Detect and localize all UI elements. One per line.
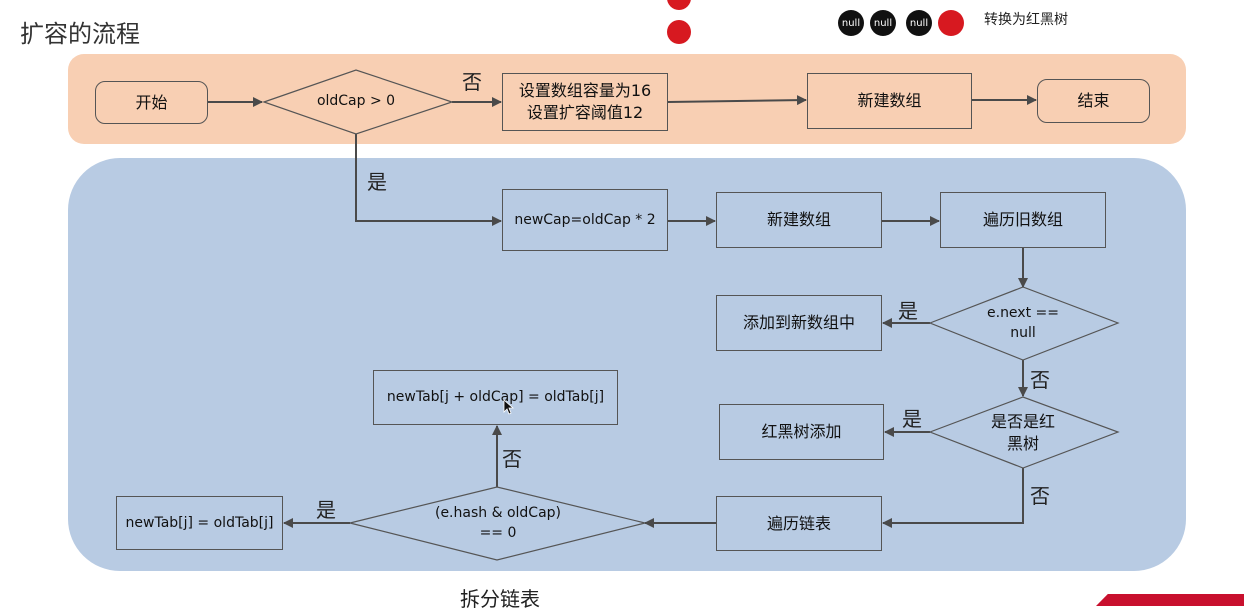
bottom-band <box>68 158 1186 571</box>
split-list-caption: 拆分链表 <box>460 587 540 611</box>
start-node: 开始 <box>95 81 208 124</box>
no-label-enext: 否 <box>1030 368 1050 392</box>
page-title: 扩容的流程 <box>20 20 140 48</box>
rbtree-add-box: 红黑树添加 <box>719 404 884 460</box>
no-label-oldcap: 否 <box>462 70 482 94</box>
no-label-hash: 否 <box>502 447 522 471</box>
red-node-icon <box>667 0 691 10</box>
double-capacity-box: newCap=oldCap * 2 <box>502 189 668 251</box>
hash-decision: (e.hash & oldCap) == 0 <box>434 505 561 541</box>
red-node-icon <box>938 10 964 36</box>
yes-label-rbtree: 是 <box>902 407 922 431</box>
traverse-list-box: 遍历链表 <box>716 496 882 551</box>
corner-brand-strip <box>1096 594 1244 606</box>
red-node-icon <box>667 20 691 44</box>
yes-label-oldcap: 是 <box>367 170 387 194</box>
null-node-icon: null <box>870 10 896 36</box>
mouse-cursor-icon <box>503 399 515 415</box>
traverse-old-array-box: 遍历旧数组 <box>940 192 1106 248</box>
yes-label-enext: 是 <box>898 299 918 323</box>
yes-label-hash: 是 <box>316 498 336 522</box>
new-array-box: 新建数组 <box>716 192 882 248</box>
add-to-new-array-box: 添加到新数组中 <box>716 295 882 351</box>
null-node-icon: null <box>838 10 864 36</box>
legend-text: 转换为红黑树 <box>984 12 1068 28</box>
new-array-top-box: 新建数组 <box>807 73 972 129</box>
enext-null-decision: e.next == null <box>987 305 1059 341</box>
oldcap-decision: oldCap > 0 <box>316 93 396 110</box>
is-rbtree-decision: 是否是红 黑树 <box>990 411 1055 453</box>
newtab-j-box: newTab[j] = oldTab[j] <box>116 496 283 550</box>
null-node-icon: null <box>906 10 932 36</box>
end-node: 结束 <box>1037 79 1150 123</box>
no-label-rbtree: 否 <box>1030 484 1050 508</box>
default-capacity-box: 设置数组容量为16 设置扩容阈值12 <box>502 73 668 131</box>
newtab-j-oldcap-box: newTab[j + oldCap] = oldTab[j] <box>373 370 618 425</box>
